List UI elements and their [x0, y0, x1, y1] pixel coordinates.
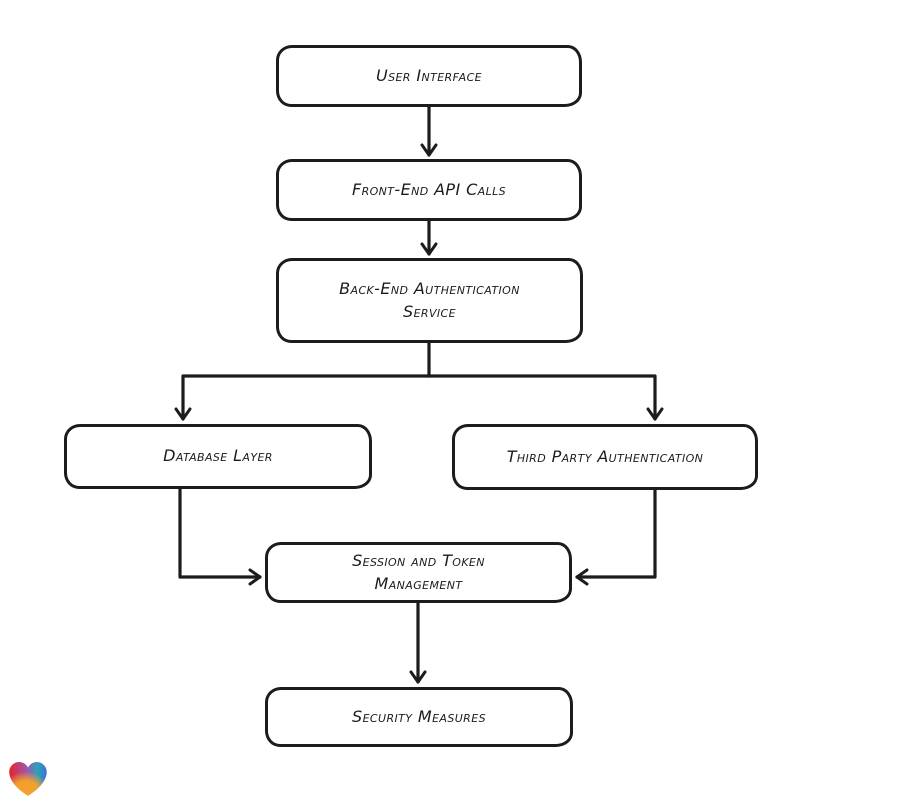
node-front-end-api-calls[interactable]: Front-End API Calls — [276, 159, 582, 221]
node-label: User Interface — [375, 65, 483, 85]
node-session-and-token-management[interactable]: Session and Token Management — [265, 542, 572, 603]
node-back-end-authentication-service[interactable]: Back-End Authentication Service — [276, 258, 583, 343]
edge-back-end-to-database-layer — [174, 374, 431, 421]
node-label: Back-End Authentication Service — [339, 279, 520, 321]
node-label: Database Layer — [163, 446, 273, 466]
edge-third-party-to-session — [575, 488, 657, 586]
node-label: Front-End API Calls — [351, 179, 507, 199]
node-security-measures[interactable]: Security Measures — [265, 687, 573, 747]
node-label: Security Measures — [352, 706, 486, 726]
heart-icon — [9, 762, 47, 796]
node-third-party-authentication[interactable]: Third Party Authentication — [452, 424, 758, 490]
gradient-heart-logo[interactable] — [9, 762, 47, 796]
node-user-interface[interactable]: User Interface — [276, 45, 582, 107]
node-database-layer[interactable]: Database Layer — [64, 424, 372, 489]
edge-back-end-to-third-party — [427, 374, 664, 421]
node-label: Third Party Authentication — [506, 446, 704, 466]
node-label: Session and Token Management — [352, 551, 485, 593]
edge-database-layer-to-session — [178, 487, 262, 586]
